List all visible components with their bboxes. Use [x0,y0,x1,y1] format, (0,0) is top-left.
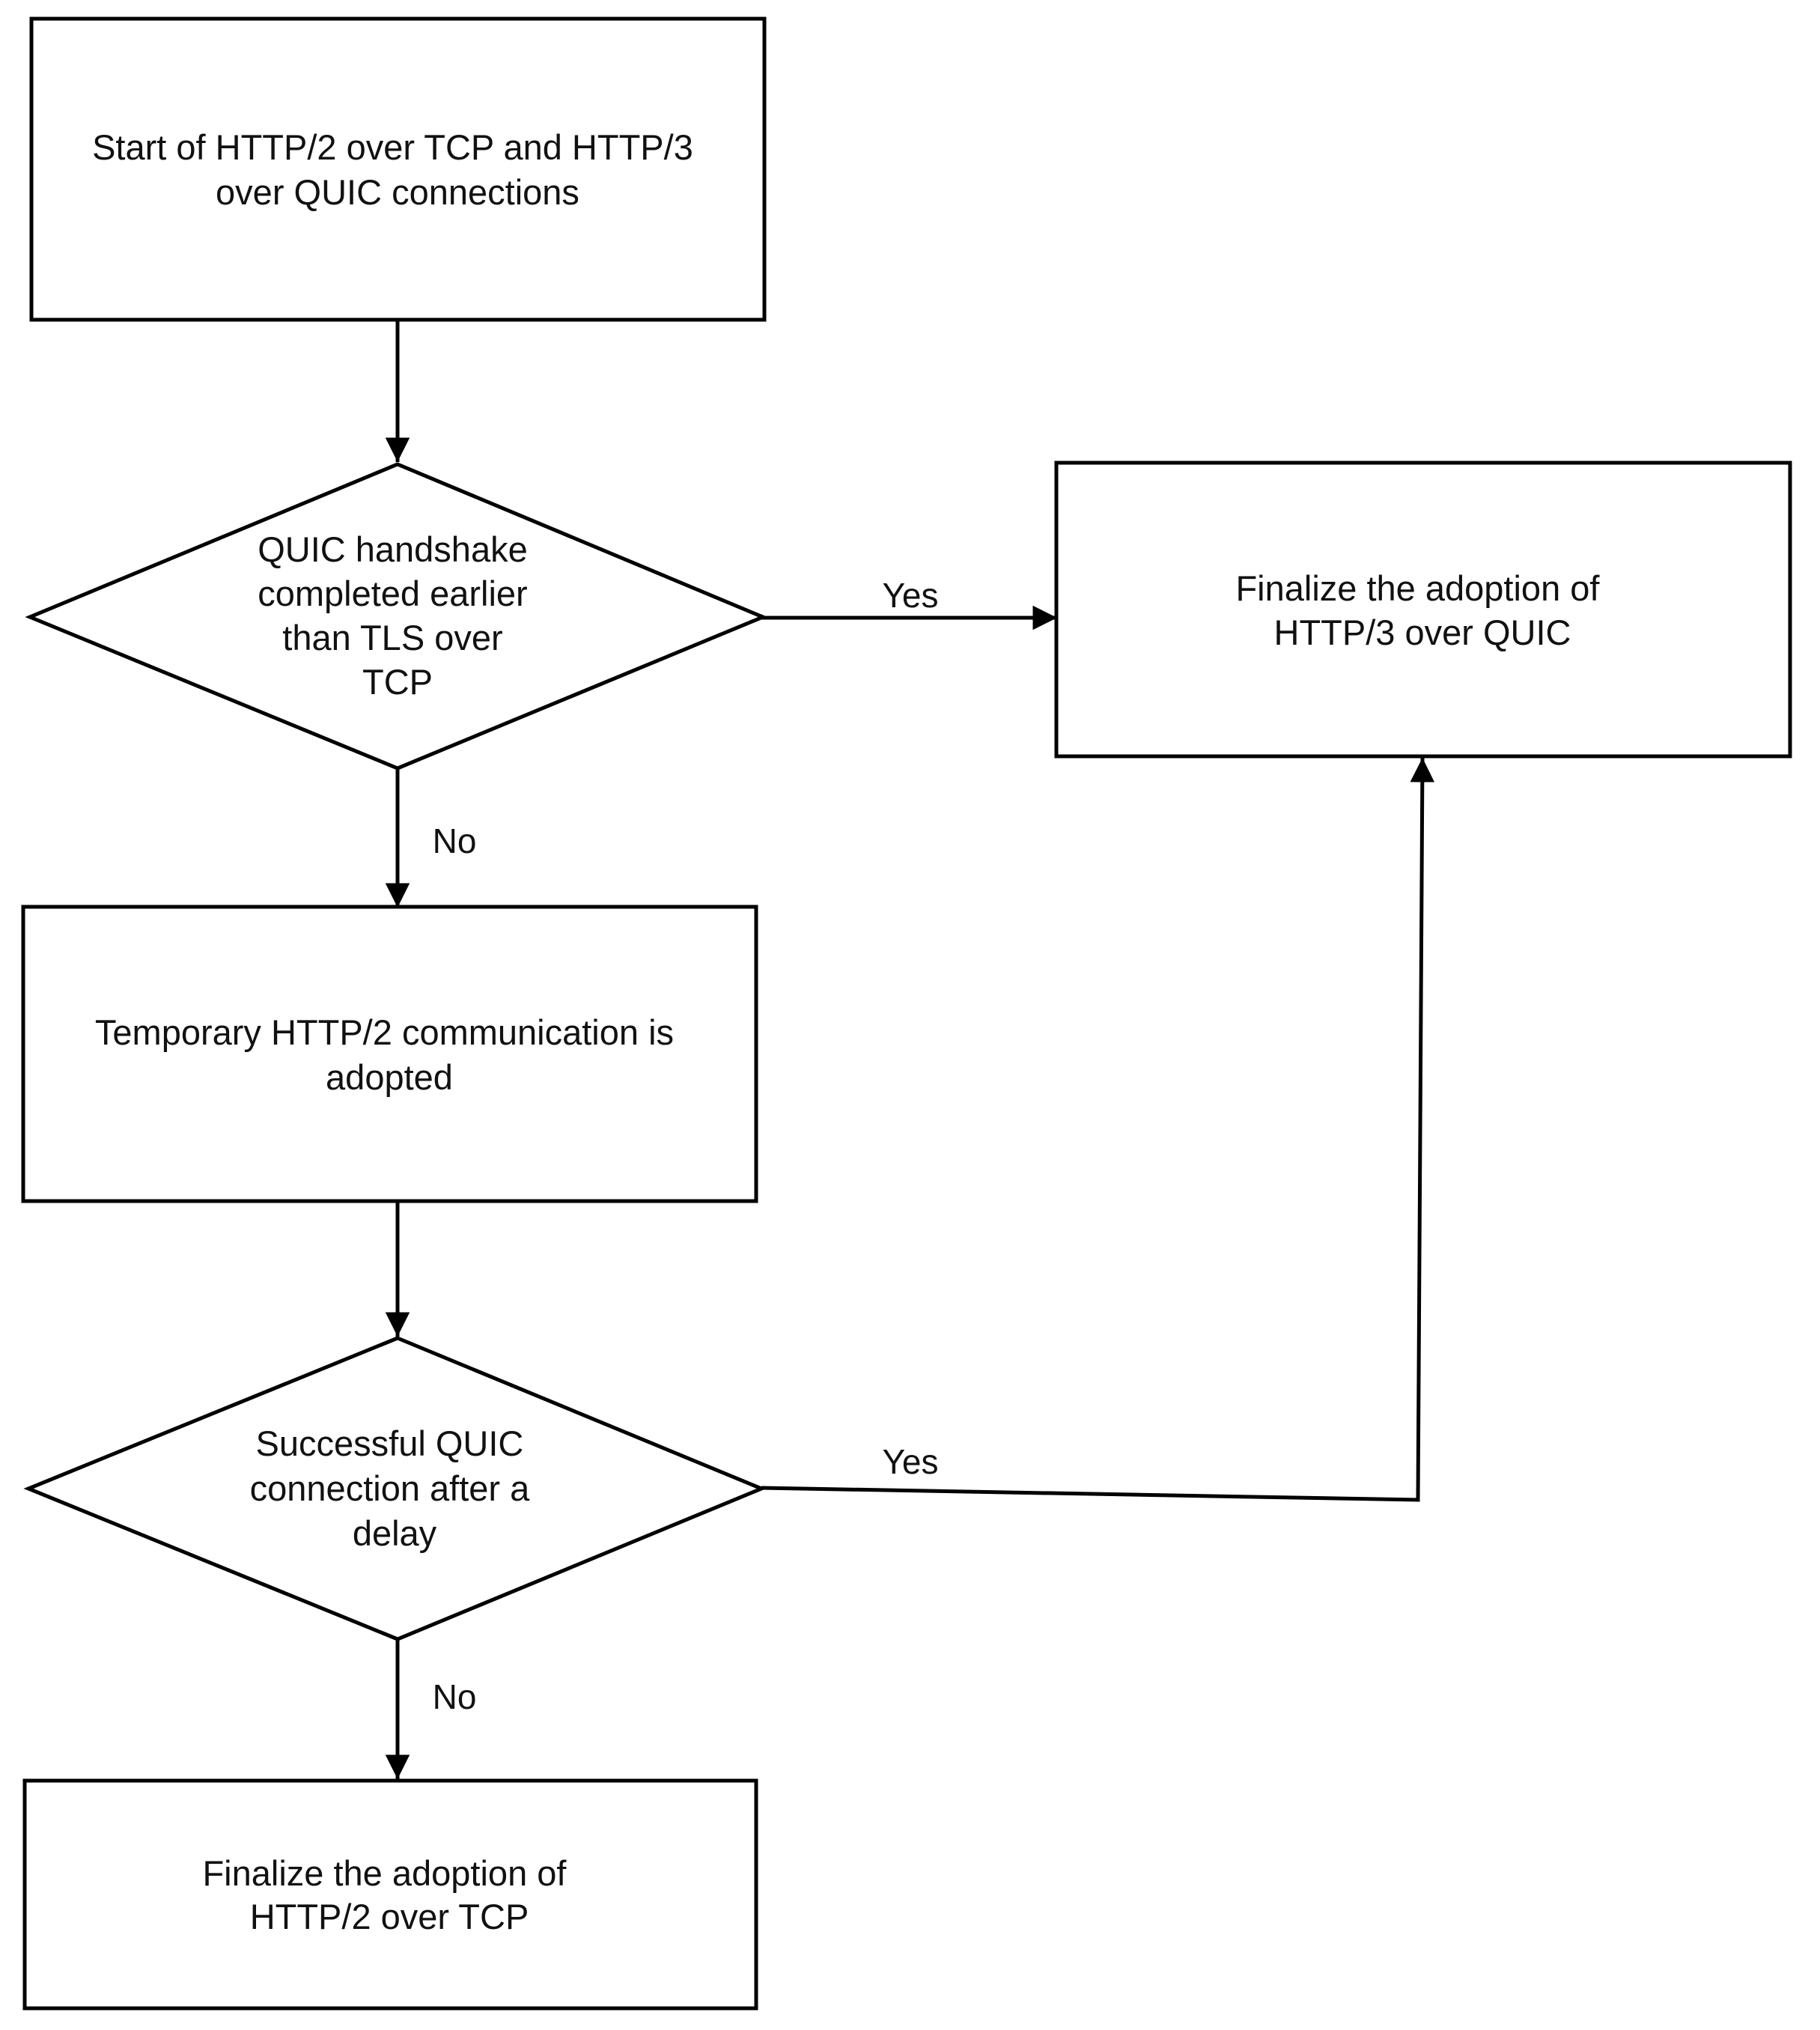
node-label-line: QUIC handshake [258,529,528,569]
edge-delay-yes-to-http3 [761,757,1435,1502]
node-label-line: Successful QUIC [256,1423,524,1463]
node-label-line: Temporary HTTP/2 communication is [95,1012,674,1052]
decision-diamond [25,462,768,771]
edge-label-handshake-yes: Yes [882,576,938,615]
node-label: Finalize the adoption of HTTP/3 over QUI… [1235,568,1609,652]
node-decision-delay: Successful QUIC connection after a delay [23,1336,767,1641]
node-label: Start of HTTP/2 over TCP and HTTP/3 over… [92,127,703,212]
edge-labels: Yes No Yes No [433,576,939,1716]
node-label-line: Finalize the adoption of [1235,568,1600,608]
process-box [1054,461,1792,759]
node-finalize-http2: Finalize the adoption of HTTP/2 over TCP [22,1778,758,2011]
node-label-line: over QUIC connections [216,172,579,212]
node-label-line: connection after a [250,1468,530,1508]
node-label-line: adopted [326,1057,453,1097]
node-label-line: completed earlier [258,574,528,613]
process-box [29,16,767,322]
node-finalize-http3: Finalize the adoption of HTTP/3 over QUI… [1054,461,1792,759]
connectors [385,320,1435,1779]
node-label-line: delay [353,1513,437,1553]
node-label-line: Start of HTTP/2 over TCP and HTTP/3 [92,127,693,167]
node-label: Finalize the adoption of HTTP/2 over TCP [202,1853,576,1936]
process-box [22,1778,758,2011]
decision-diamond [23,1336,767,1641]
node-label-line: TCP [362,662,433,702]
node-decision-handshake: QUIC handshake completed earlier than TL… [25,462,768,771]
node-label: Successful QUIC connection after a delay [250,1423,540,1553]
process-box [21,905,758,1203]
edge-label-handshake-no: No [433,821,477,860]
edge-label-delay-yes: Yes [882,1442,938,1481]
node-label-line: HTTP/2 over TCP [250,1897,529,1936]
node-label: QUIC handshake completed earlier than TL… [258,529,538,702]
edge-label-delay-no: No [433,1677,477,1716]
node-label-line: HTTP/3 over QUIC [1274,613,1571,652]
node-label-line: Finalize the adoption of [202,1853,567,1893]
node-label-line: than TLS over [282,618,502,657]
node-temporary-http2: Temporary HTTP/2 communication is adopte… [21,905,758,1203]
node-label: Temporary HTTP/2 communication is adopte… [95,1012,684,1097]
node-start: Start of HTTP/2 over TCP and HTTP/3 over… [29,16,767,322]
